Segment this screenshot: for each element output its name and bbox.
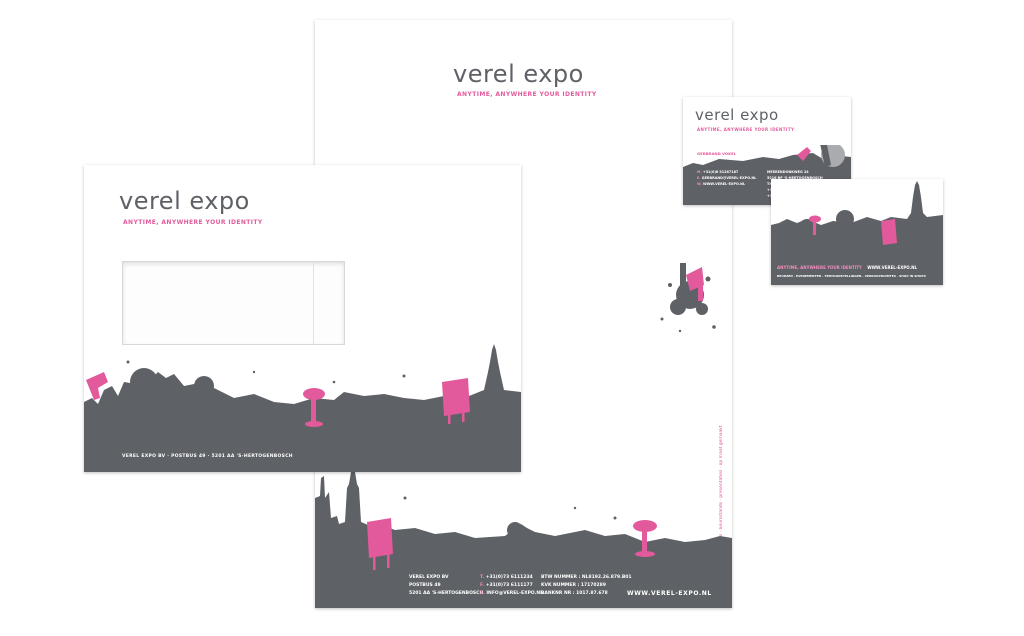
contact-label: M. — [697, 170, 702, 174]
contact-label: F. — [480, 583, 485, 588]
reg-value: : NL8192.26.879.B01 — [578, 575, 632, 580]
letterhead-contact: T. +31(0)73 6111234 F. +31(0)73 6111177 … — [480, 574, 543, 598]
reg-value: : 17170289 — [577, 583, 606, 588]
contact-label: E. — [480, 591, 485, 596]
tagline-part-b: YOUR IDENTITY — [205, 219, 263, 226]
contact-value: +31(0)73 6111177 — [485, 583, 533, 588]
reg-label: BANKNR NR — [541, 591, 572, 596]
address-line: VEREL EXPO BV — [409, 575, 449, 580]
tagline-part-b: YOUR IDENTITY — [539, 91, 597, 98]
contact-label: T. — [480, 575, 485, 580]
tagline-part-b: YOUR IDENTITY — [754, 127, 795, 132]
envelope-window — [122, 261, 345, 345]
contact-value: WWW.VEREL-EXPO.NL — [702, 182, 746, 186]
address-line: 5216 BP 'S-HERTOGENBOSCH — [767, 176, 823, 180]
card-logo: verel expo — [695, 106, 779, 124]
contact-value: INFO@VEREL-EXPO.NL — [486, 591, 543, 596]
card-back-skyline — [771, 181, 943, 285]
contact-value: +31(0)73 6111234 — [485, 575, 533, 580]
address-line: POSTBUS 49 — [409, 583, 441, 588]
tagline-part-a: ANYTIME, ANYWHERE — [697, 127, 753, 132]
letterhead-website: WWW.VEREL-EXPO.NL — [627, 590, 712, 597]
business-card-back: ANYTIME, ANYWHERE YOUR IDENTITY WWW.VERE… — [771, 179, 943, 285]
card-back-tagline: ANYTIME, ANYWHERE YOUR IDENTITY WWW.VERE… — [777, 265, 917, 270]
letterhead-skyline — [315, 468, 732, 608]
envelope-logo: verel expo — [119, 187, 250, 215]
envelope-skyline — [84, 344, 521, 472]
card-contact: M. +31(0)6 51267187 E. GERBRAND@VEREL-EX… — [697, 169, 756, 187]
reg-label: BTW NUMMER — [541, 575, 577, 580]
card-person-name: GERBRAND VOKEL — [697, 151, 737, 156]
letterhead-splatter — [660, 263, 716, 333]
reg-value: : 1017.87.678 — [572, 591, 608, 596]
envelope-window-divider — [313, 262, 314, 344]
card-back-services: BEURZEN · EVENEMENTEN · TENTOONSTELLINGE… — [777, 274, 926, 278]
contact-value: GERBRAND@VEREL-EXPO.NL — [701, 176, 757, 180]
reg-label: KVK NUMMER — [541, 583, 576, 588]
envelope-tagline: ANYTIME, ANYWHERE YOUR IDENTITY — [123, 219, 263, 226]
envelope-footer: VEREL EXPO BV · POSTBUS 49 · 5201 AA 'S-… — [122, 454, 293, 459]
contact-value: +31(0)6 51267187 — [702, 170, 739, 174]
envelope: verel expo ANYTIME, ANYWHERE YOUR IDENTI… — [84, 165, 521, 472]
address-line: 5201 AA 'S-HERTOGENBOSCH — [409, 591, 484, 596]
card-back-tag: ANYTIME, ANYWHERE YOUR IDENTITY — [777, 265, 862, 270]
letterhead-registration: BTW NUMMER : NL8192.26.879.B01 KVK NUMME… — [541, 574, 632, 598]
letterhead-logo: verel expo — [453, 60, 584, 88]
tagline-part-a: ANYTIME, ANYWHERE — [123, 219, 204, 226]
tagline-part-a: ANYTIME, ANYWHERE — [457, 91, 538, 98]
card-tagline: ANYTIME, ANYWHERE YOUR IDENTITY — [697, 127, 794, 132]
card-back-web: WWW.VEREL-EXPO.NL — [867, 265, 917, 270]
contact-label: E. — [697, 176, 701, 180]
address-line: MEERENDONKWEG 24 — [767, 170, 809, 174]
contact-label: W. — [697, 182, 702, 186]
letterhead-tagline: ANYTIME, ANYWHERE YOUR IDENTITY — [457, 91, 597, 98]
letterhead-address: VEREL EXPO BV POSTBUS 49 5201 AA 'S-HERT… — [409, 574, 483, 598]
